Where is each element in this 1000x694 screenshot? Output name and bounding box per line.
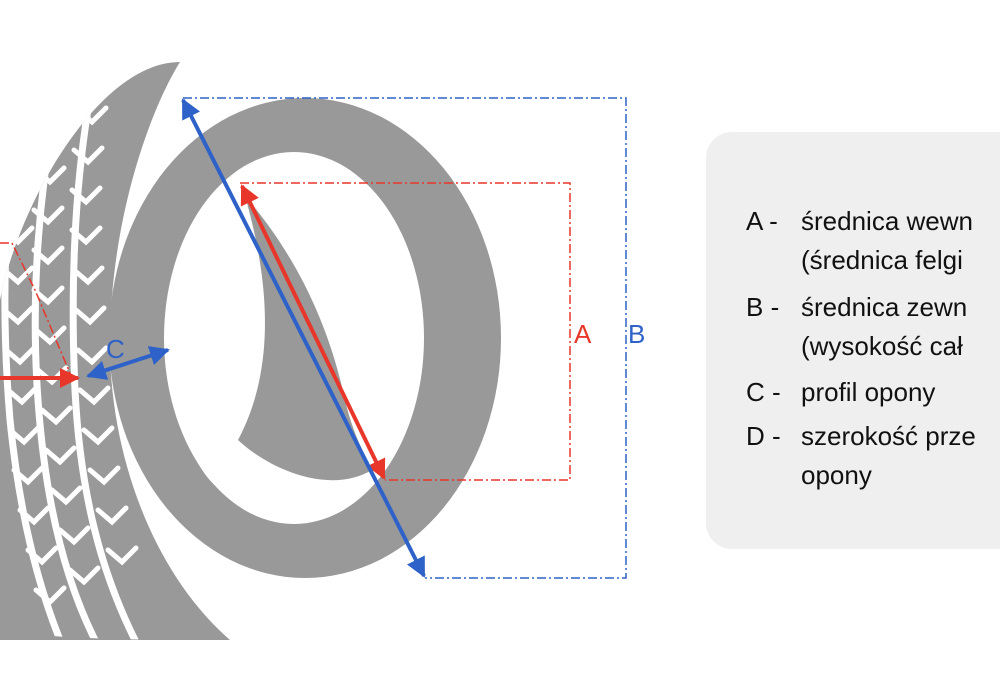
label-a: A	[574, 319, 592, 349]
legend-text: szerokość prze	[801, 421, 976, 451]
legend-text: średnica wewn	[801, 206, 973, 236]
dim-line-b	[183, 97, 627, 579]
legend-key: B -	[746, 292, 780, 322]
label-b: B	[628, 319, 645, 349]
legend-text: (wysokość cał	[801, 331, 963, 361]
legend-text: średnica zewn	[801, 292, 968, 322]
legend-panel: A - średnica wewn (średnica felgi B - śr…	[706, 132, 1000, 549]
label-c: C	[106, 334, 125, 364]
legend-text: opony	[801, 460, 872, 490]
legend-key: D -	[746, 421, 781, 451]
arrow-b	[181, 98, 426, 578]
arrow-c	[86, 346, 170, 380]
legend-text: profil opony	[801, 377, 936, 407]
legend-key: C -	[746, 377, 781, 407]
legend-text: (średnica felgi	[801, 245, 963, 275]
dim-line-d	[0, 242, 73, 379]
legend-key: A -	[746, 206, 778, 236]
